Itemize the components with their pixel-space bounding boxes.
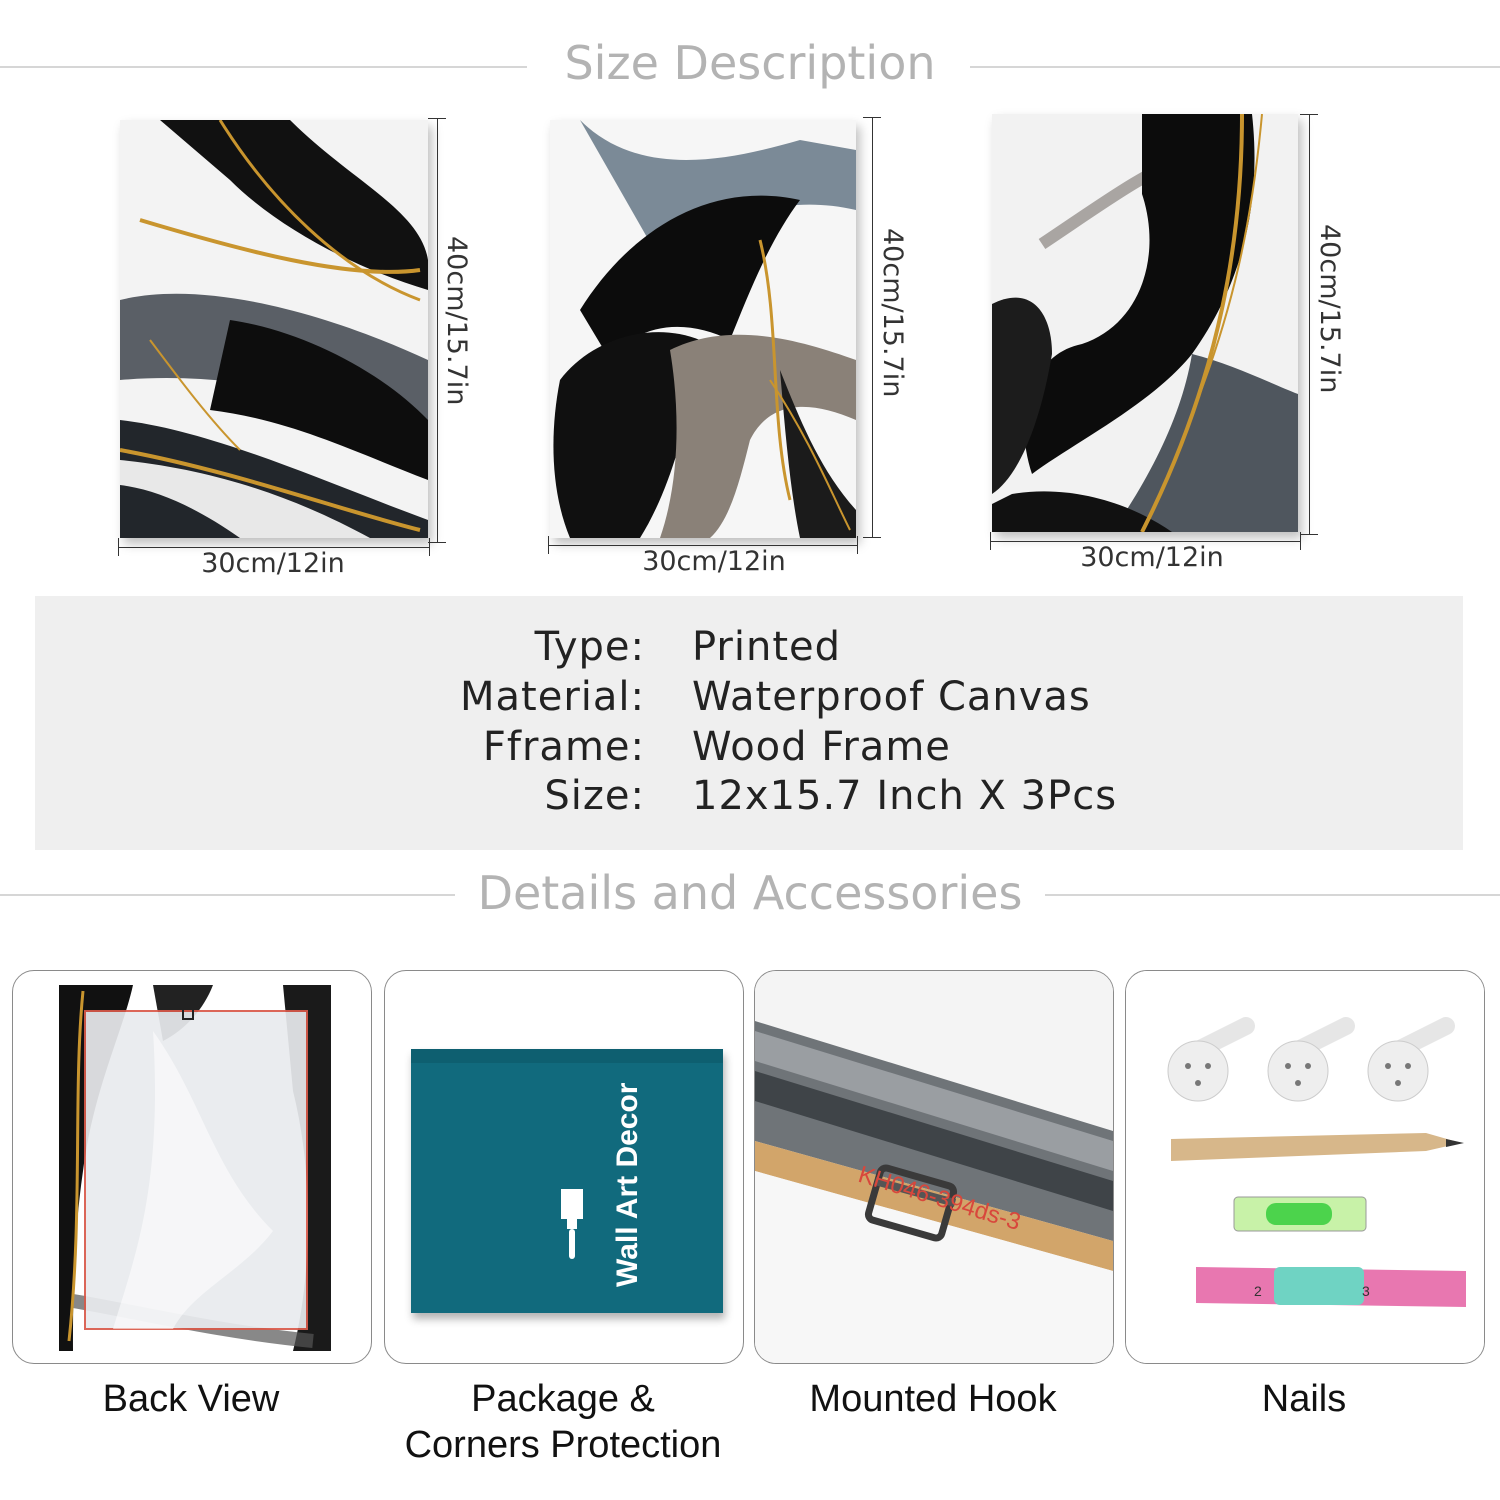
label-package-line1: Package & bbox=[471, 1378, 655, 1420]
label-package-line2: Corners Protection bbox=[404, 1424, 722, 1466]
card-mounted-hook: KH046-394ds-3 bbox=[754, 970, 1114, 1364]
spec-value: Printed bbox=[692, 624, 842, 670]
card-nails: 2 3 bbox=[1125, 970, 1485, 1364]
canvas-back-image bbox=[59, 985, 331, 1351]
wall-hook-icon bbox=[1167, 1017, 1255, 1102]
width-tick-left-1 bbox=[118, 538, 119, 556]
spec-row-material: Material: Waterproof Canvas bbox=[35, 674, 1463, 724]
card-package: Wall Art Decor bbox=[384, 970, 744, 1364]
divider-left-top bbox=[0, 66, 527, 68]
spec-key: Size: bbox=[544, 773, 645, 819]
height-tick-bottom-1 bbox=[428, 542, 446, 543]
spec-row-type: Type: Printed bbox=[35, 624, 1463, 674]
spec-row-size: Size: 12x15.7 Inch X 3Pcs bbox=[35, 773, 1463, 823]
spec-key: Type: bbox=[534, 624, 645, 670]
width-label-2: 30cm/12in bbox=[642, 546, 786, 577]
sawtooth-hook-image bbox=[755, 971, 1113, 1363]
package-box-edge bbox=[411, 1049, 723, 1063]
width-dimension-line-3 bbox=[990, 541, 1301, 542]
spec-value: 12x15.7 Inch X 3Pcs bbox=[692, 773, 1118, 819]
wall-hook-icon bbox=[1367, 1017, 1455, 1102]
width-label-3: 30cm/12in bbox=[1080, 542, 1224, 573]
package-brand-text: Wall Art Decor bbox=[611, 1082, 644, 1287]
width-tick-left-3 bbox=[990, 532, 991, 550]
height-label-1: 40cm/15.7in bbox=[441, 236, 472, 406]
divider-right-bottom bbox=[1045, 894, 1500, 896]
nails-kit-image bbox=[1126, 971, 1484, 1363]
label-mounted-hook: Mounted Hook bbox=[809, 1378, 1057, 1420]
card-back-view bbox=[12, 970, 372, 1364]
painting-2 bbox=[550, 120, 856, 538]
width-dimension-line-2 bbox=[548, 545, 858, 546]
width-tick-right-1 bbox=[429, 538, 430, 556]
height-dimension-line-1 bbox=[437, 118, 438, 543]
painting-3 bbox=[992, 114, 1298, 532]
divider-left-bottom bbox=[0, 894, 455, 896]
spec-value: Waterproof Canvas bbox=[692, 674, 1091, 720]
height-tick-top-3 bbox=[1300, 114, 1318, 115]
package-box-image: Wall Art Decor bbox=[411, 1049, 723, 1313]
height-tick-top-2 bbox=[863, 117, 881, 118]
height-tick-bottom-2 bbox=[863, 537, 881, 538]
height-dimension-line-3 bbox=[1309, 114, 1310, 535]
section-title-size: Size Description bbox=[564, 36, 936, 90]
paintbrush-logo-icon bbox=[557, 1189, 587, 1259]
spec-key: Fframe: bbox=[482, 724, 645, 770]
height-tick-bottom-3 bbox=[1300, 534, 1318, 535]
width-tick-right-3 bbox=[1300, 532, 1301, 550]
label-back-view: Back View bbox=[102, 1378, 280, 1420]
width-label-1: 30cm/12in bbox=[201, 548, 345, 579]
spec-value: Wood Frame bbox=[692, 724, 951, 770]
ruler-mark-3: 3 bbox=[1362, 1283, 1370, 1299]
height-label-2: 40cm/15.7in bbox=[877, 228, 908, 398]
width-tick-left-2 bbox=[548, 536, 549, 554]
height-tick-top-1 bbox=[428, 118, 446, 119]
width-dimension-line-1 bbox=[118, 547, 430, 548]
label-nails: Nails bbox=[1261, 1378, 1347, 1420]
height-label-3: 40cm/15.7in bbox=[1314, 224, 1345, 394]
height-dimension-line-2 bbox=[872, 117, 873, 538]
section-title-details: Details and Accessories bbox=[477, 866, 1023, 920]
spec-table: Type: Printed Material: Waterproof Canva… bbox=[35, 596, 1463, 850]
ruler-mark-2: 2 bbox=[1254, 1283, 1262, 1299]
label-package: Package & Corners Protection bbox=[384, 1376, 742, 1468]
spec-row-frame: Fframe: Wood Frame bbox=[35, 724, 1463, 774]
spec-key: Material: bbox=[460, 674, 645, 720]
wall-hook-icon bbox=[1267, 1017, 1355, 1102]
divider-right-top bbox=[970, 66, 1500, 68]
width-tick-right-2 bbox=[857, 536, 858, 554]
painting-1 bbox=[120, 120, 428, 538]
